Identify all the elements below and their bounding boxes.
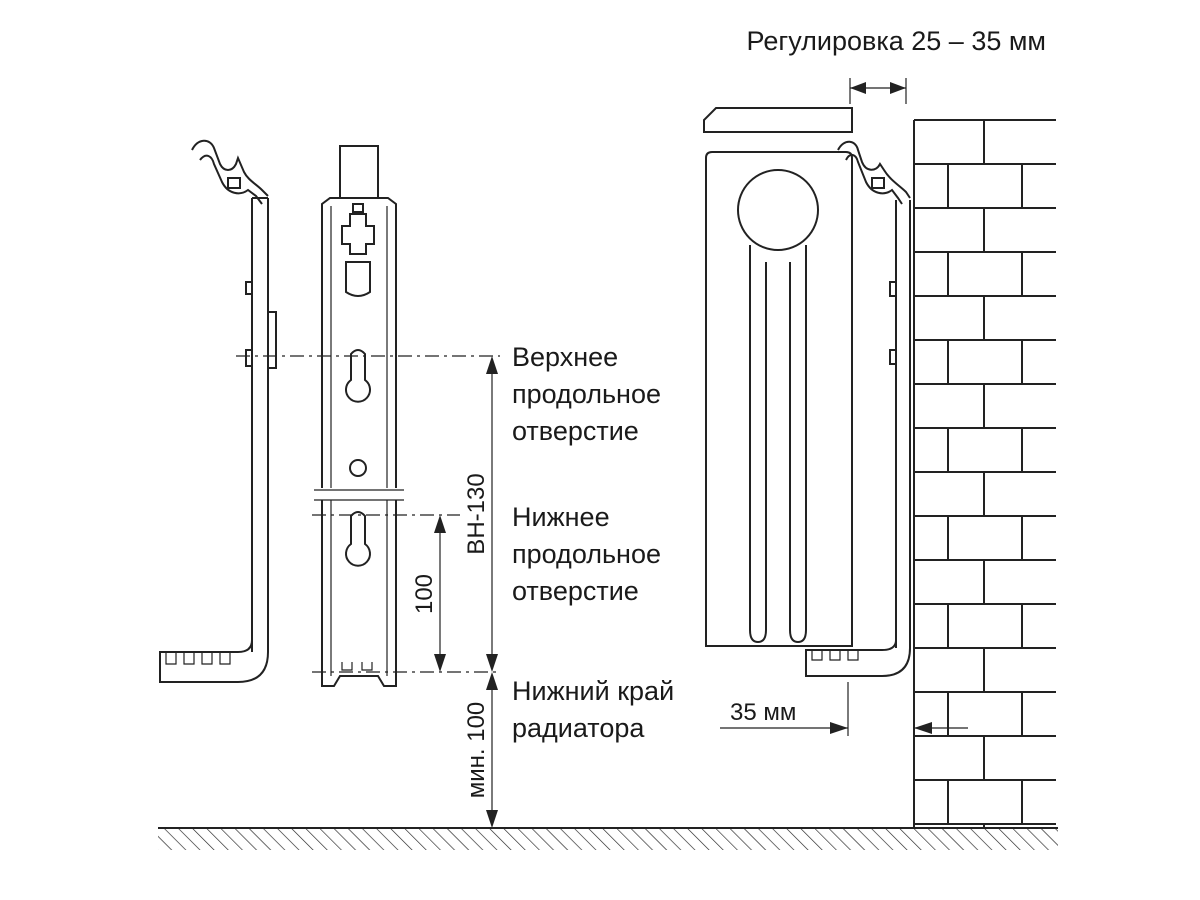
wall-gap-label: 35 мм	[730, 699, 796, 726]
dimension-floor-min: мин. 100	[463, 672, 498, 828]
radiator-body	[705, 151, 853, 647]
upper-hole-label: Верхнее продольное отверстие	[512, 342, 661, 446]
bottom-edge-line-2: радиатора	[512, 713, 645, 743]
bottom-edge-line-1: Нижний край	[512, 676, 674, 706]
floor-min-label: мин. 100	[463, 702, 490, 799]
radiator-cap	[703, 107, 853, 133]
dimension-bh: ВН-130	[463, 356, 498, 672]
bracket-front-view	[314, 145, 404, 687]
reference-lines	[236, 355, 500, 673]
lower-hole-label: Нижнее продольное отверстие	[512, 502, 661, 606]
floor	[158, 827, 1058, 850]
wall-gap-dimension: 35 мм	[720, 682, 968, 736]
bottom-edge-label: Нижний край радиатора	[512, 676, 674, 743]
bh-dimension-label: ВН-130	[463, 473, 490, 554]
upper-hole-line-1: Верхнее	[512, 342, 618, 372]
lower-hole-line-3: отверстие	[512, 576, 639, 606]
lower-hole-line-2: продольное	[512, 539, 661, 569]
bracket-side-view	[159, 139, 277, 683]
brick-wall	[913, 119, 1056, 828]
lower-hole-line-1: Нижнее	[512, 502, 610, 532]
wall-mounted-bracket	[805, 140, 911, 677]
upper-hole-line-2: продольное	[512, 379, 661, 409]
hole-spacing-label: 100	[411, 574, 438, 614]
adjustment-label: Регулировка 25 – 35 мм	[747, 26, 1046, 56]
dimension-hole-spacing: 100	[411, 515, 446, 672]
adjustment-dimension: Регулировка 25 – 35 мм	[747, 26, 1046, 104]
upper-hole-line-3: отверстие	[512, 416, 639, 446]
